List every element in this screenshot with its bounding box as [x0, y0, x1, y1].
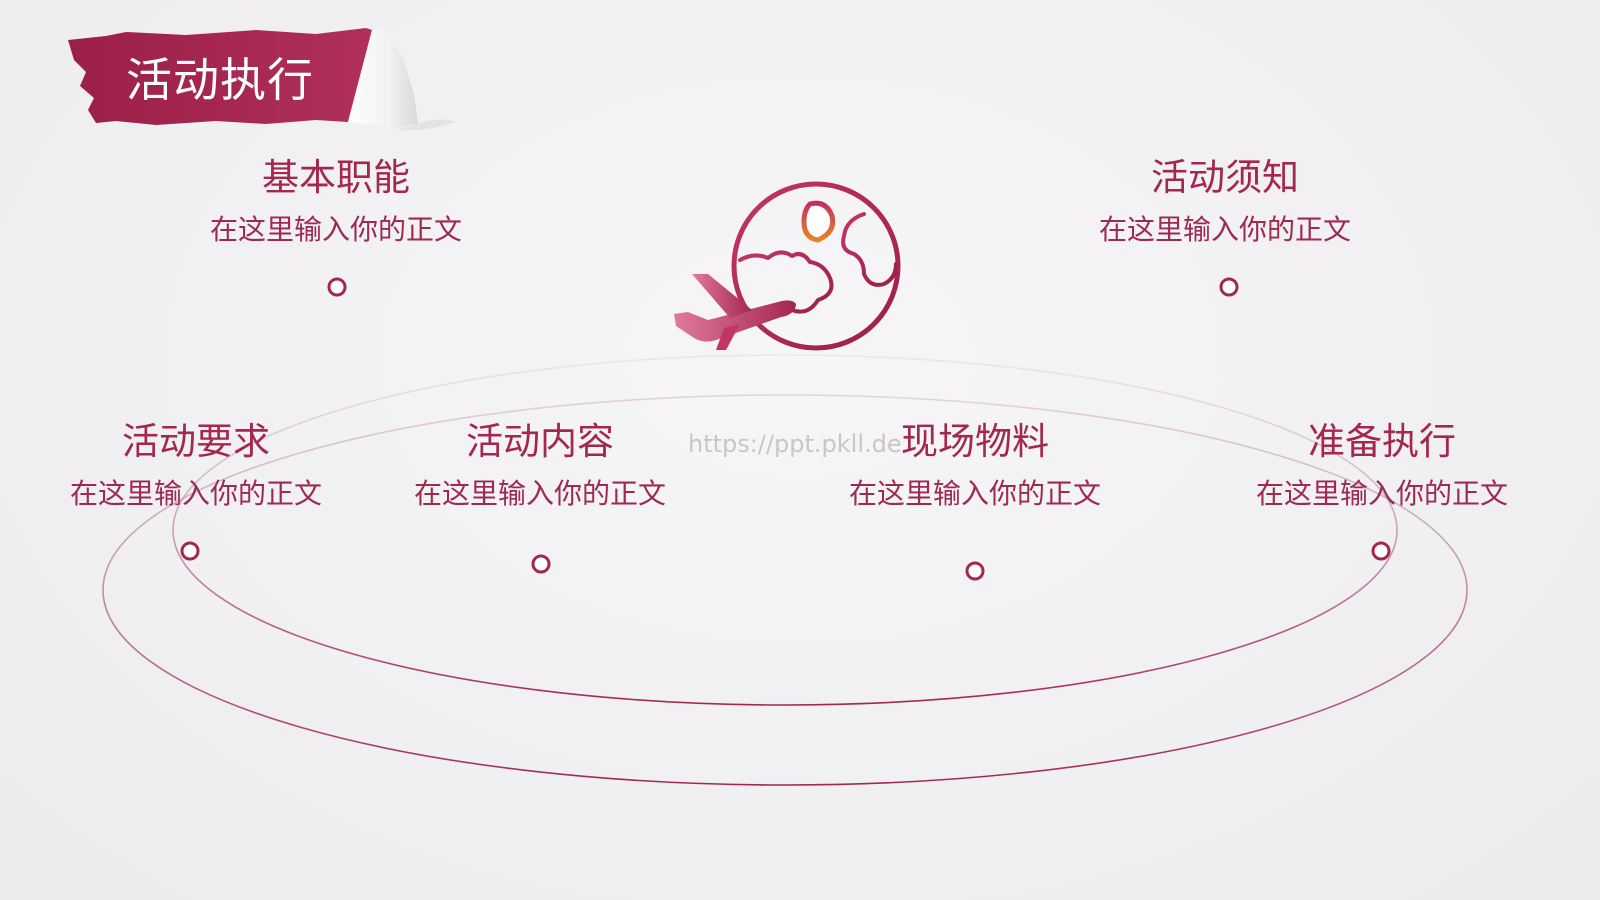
outer-ring — [102, 394, 1468, 786]
inner-ring — [172, 354, 1398, 706]
item-onsite-materials: 现场物料 在这里输入你的正文 — [815, 418, 1135, 514]
item-desc: 在这里输入你的正文 — [1255, 477, 1508, 510]
item-activity-requirement: 活动要求 在这里输入你的正文 — [36, 418, 356, 514]
item-title: 活动内容 — [466, 420, 614, 463]
pin-onsite-materials — [965, 561, 985, 700]
item-title: 活动要求 — [122, 420, 270, 463]
item-desc: 在这里输入你的正文 — [848, 477, 1101, 510]
pin-basic-function — [327, 277, 347, 410]
pin-activity-notice — [1219, 277, 1239, 410]
pin-activity-requirement — [180, 541, 200, 676]
item-activity-content: 活动内容 在这里输入你的正文 — [380, 418, 700, 514]
watermark-text: https://ppt.pkll.de — [688, 430, 902, 458]
item-desc: 在这里输入你的正文 — [209, 213, 462, 246]
item-title: 现场物料 — [901, 420, 1049, 463]
page-title: 活动执行 — [126, 53, 314, 107]
item-title: 准备执行 — [1308, 420, 1456, 463]
item-desc: 在这里输入你的正文 — [69, 477, 322, 510]
pin-activity-content — [531, 554, 551, 690]
item-activity-notice: 活动须知 在这里输入你的正文 — [1065, 154, 1385, 250]
banner-brush-shape — [68, 28, 456, 131]
pin-prepare-execute — [1371, 541, 1391, 680]
item-prepare-execute: 准备执行 在这里输入你的正文 — [1222, 418, 1542, 514]
item-desc: 在这里输入你的正文 — [413, 477, 666, 510]
item-desc: 在这里输入你的正文 — [1098, 213, 1351, 246]
item-basic-function: 基本职能 在这里输入你的正文 — [176, 154, 496, 250]
plane-globe-icon — [674, 181, 901, 351]
title-banner: 活动执行 — [66, 26, 466, 136]
item-title: 基本职能 — [262, 156, 410, 199]
item-title: 活动须知 — [1151, 156, 1299, 199]
